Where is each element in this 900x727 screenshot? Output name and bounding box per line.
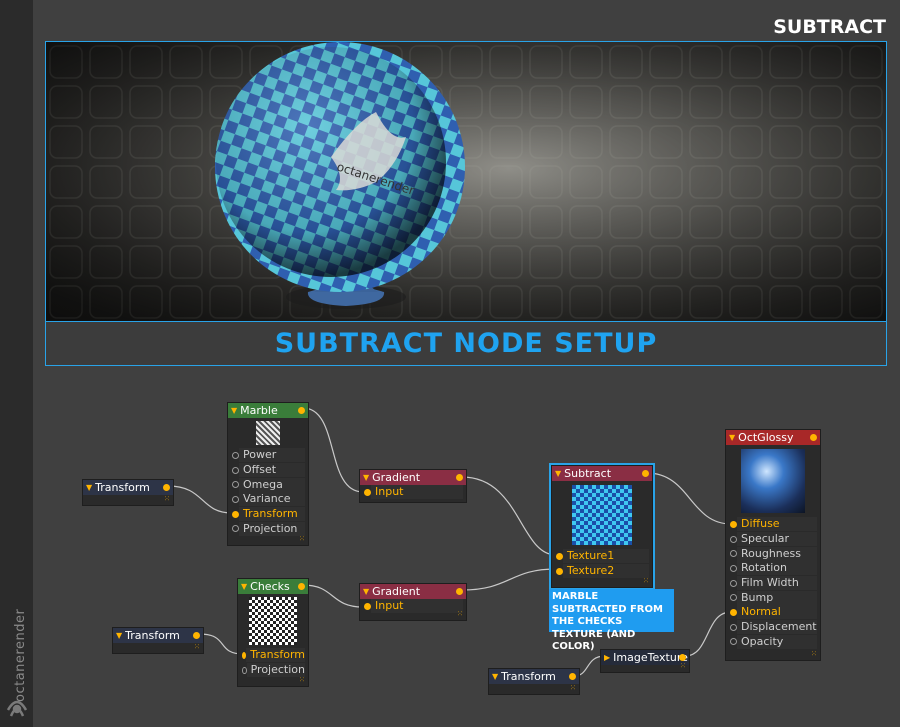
- output-port[interactable]: [193, 632, 200, 639]
- output-port[interactable]: [456, 474, 463, 481]
- port-specular[interactable]: Specular: [726, 532, 820, 547]
- port-displacement[interactable]: Displacement: [726, 620, 820, 635]
- node-title: Gradient: [372, 585, 421, 598]
- output-port[interactable]: [810, 434, 817, 441]
- output-port[interactable]: [679, 654, 686, 661]
- port-bump[interactable]: Bump: [726, 590, 820, 605]
- port-transform[interactable]: Transform: [238, 648, 308, 663]
- output-port[interactable]: [642, 470, 649, 477]
- wire-gradient1-subtract: [461, 476, 557, 556]
- left-sidebar: octanerender: [0, 0, 33, 727]
- node-transform-1[interactable]: ▼Transform ⁙: [82, 479, 174, 506]
- banner: SUBTRACT NODE SETUP: [45, 322, 887, 366]
- output-port[interactable]: [163, 484, 170, 491]
- collapse-triangle-icon[interactable]: ▼: [363, 473, 370, 482]
- port-opacity[interactable]: Opacity: [726, 634, 820, 650]
- resize-handle-icon[interactable]: ⁙: [680, 662, 686, 670]
- port-input[interactable]: Input: [360, 485, 466, 500]
- wire-checks-gradient2: [302, 584, 364, 608]
- node-checks[interactable]: ▼Checks Transform Projection ⁙: [237, 578, 309, 687]
- wire-transform1-marble: [167, 485, 233, 514]
- port-projection[interactable]: Projection: [228, 521, 308, 536]
- collapse-triangle-icon[interactable]: ▼: [492, 672, 499, 681]
- collapse-triangle-icon[interactable]: ▼: [363, 587, 370, 596]
- resize-handle-icon[interactable]: ⁙: [299, 535, 305, 543]
- port-rotation[interactable]: Rotation: [726, 561, 820, 576]
- port-offset[interactable]: Offset: [228, 463, 308, 478]
- wire-image-glossy: [684, 611, 732, 657]
- node-title: ImageTexture: [613, 651, 688, 664]
- node-marble[interactable]: ▼Marble Power Offset Omega Variance Tran…: [227, 402, 309, 546]
- wire-transform2-checks: [198, 633, 245, 655]
- node-title: Transform: [95, 481, 150, 494]
- node-octglossy[interactable]: ▼OctGlossy Diffuse Specular Roughness Ro…: [725, 429, 821, 661]
- resize-handle-icon[interactable]: ⁙: [194, 643, 200, 651]
- collapse-triangle-icon[interactable]: ▼: [116, 631, 123, 640]
- port-variance[interactable]: Variance: [228, 492, 308, 507]
- banner-title: SUBTRACT NODE SETUP: [274, 328, 658, 359]
- node-transform-2[interactable]: ▼Transform ⁙: [112, 627, 204, 654]
- octane-logo-icon: [6, 700, 28, 717]
- port-transform[interactable]: Transform: [228, 507, 308, 522]
- port-normal[interactable]: Normal: [726, 605, 820, 620]
- node-title: OctGlossy: [738, 431, 794, 444]
- resize-handle-icon[interactable]: ⁙: [457, 610, 463, 618]
- port-omega[interactable]: Omega: [228, 477, 308, 492]
- node-subtract[interactable]: ▼Subtract Texture1 Texture2 ⁙: [549, 463, 655, 590]
- checks-thumbnail: [238, 594, 308, 648]
- wire-subtract-glossy: [646, 472, 732, 525]
- collapse-triangle-icon[interactable]: ▼: [86, 483, 93, 492]
- port-texture1[interactable]: Texture1: [552, 549, 652, 564]
- port-texture2[interactable]: Texture2: [552, 564, 652, 579]
- render-preview: octanerender: [45, 41, 887, 322]
- node-title: Transform: [125, 629, 180, 642]
- output-port[interactable]: [456, 588, 463, 595]
- node-gradient-1[interactable]: ▼Gradient Input: [359, 469, 467, 503]
- collapse-triangle-icon[interactable]: ▼: [241, 582, 248, 591]
- marble-thumbnail: [228, 418, 308, 448]
- port-diffuse[interactable]: Diffuse: [726, 517, 820, 532]
- expand-triangle-icon[interactable]: ▶: [604, 653, 611, 662]
- port-roughness[interactable]: Roughness: [726, 546, 820, 561]
- node-title: Transform: [501, 670, 556, 683]
- node-title: Gradient: [372, 471, 421, 484]
- port-projection[interactable]: Projection: [238, 663, 308, 678]
- node-imagetexture[interactable]: ▶ImageTexture ⁙: [600, 649, 690, 673]
- output-port[interactable]: [298, 407, 305, 414]
- wire-gradient2-subtract: [461, 568, 557, 591]
- node-transform-3[interactable]: ▼Transform ⁙: [488, 668, 580, 695]
- collapse-triangle-icon[interactable]: ▼: [729, 433, 736, 442]
- output-port[interactable]: [298, 583, 305, 590]
- node-title: Checks: [250, 580, 290, 593]
- resize-handle-icon[interactable]: ⁙: [299, 676, 305, 684]
- collapse-triangle-icon[interactable]: ▼: [555, 469, 562, 478]
- subtract-thumbnail: [552, 481, 652, 549]
- node-title: Marble: [240, 404, 278, 417]
- port-input[interactable]: Input: [360, 599, 466, 614]
- port-power[interactable]: Power: [228, 448, 308, 463]
- port-film-width[interactable]: Film Width: [726, 576, 820, 591]
- render-image: octanerender: [46, 42, 886, 321]
- node-gradient-2[interactable]: ▼Gradient Input ⁙: [359, 583, 467, 621]
- annotation-note: MARBLE SUBTRACTED FROM THE CHECKS TEXTUR…: [549, 589, 674, 652]
- node-title: Subtract: [564, 467, 612, 480]
- resize-handle-icon[interactable]: ⁙: [164, 495, 170, 503]
- resize-handle-icon[interactable]: ⁙: [643, 577, 649, 585]
- output-port[interactable]: [569, 673, 576, 680]
- resize-handle-icon[interactable]: ⁙: [811, 650, 817, 658]
- glossy-thumbnail: [726, 445, 820, 517]
- page-title: SUBTRACT: [773, 16, 886, 38]
- resize-handle-icon[interactable]: ⁙: [570, 684, 576, 692]
- collapse-triangle-icon[interactable]: ▼: [231, 406, 238, 415]
- wire-marble-gradient1: [302, 407, 364, 493]
